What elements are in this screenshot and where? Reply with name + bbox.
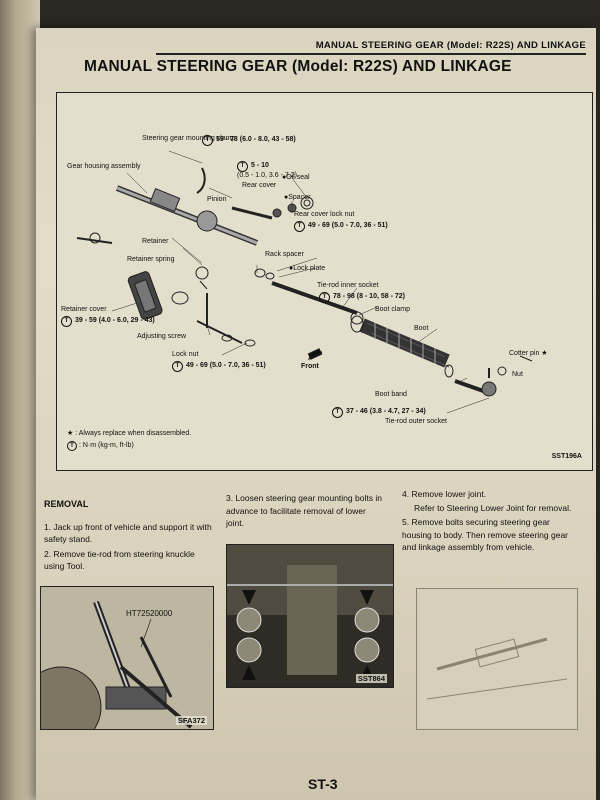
removal-step-1: 1. Jack up front of vehicle and support …	[44, 521, 212, 545]
figure-code-sst864: SST864	[355, 674, 387, 683]
previous-page-edge	[0, 0, 40, 800]
spacer-text: Spacer	[288, 194, 311, 201]
figure-tie-rod-removal: HT72520000 SFA372	[40, 586, 214, 730]
torque-value: 49 - 69 (5.0 - 7.0, 36 - 51)	[308, 222, 388, 229]
label-rack-spacer: Rack spacer	[265, 251, 304, 258]
edge-text	[6, 60, 20, 360]
label-nut: Nut	[512, 371, 523, 378]
label-boot-band: Boot band	[375, 391, 407, 398]
diagram-code: SST196A	[551, 453, 582, 460]
diagram-drawing	[76, 150, 533, 414]
manual-page: MANUAL STEERING GEAR (Model: R22S) AND L…	[36, 28, 596, 800]
removal-step-5: 5. Remove bolts securing steering gear h…	[402, 517, 569, 552]
label-rear-cover: Rear cover	[242, 182, 277, 189]
label-gear-housing: Gear housing assembly	[67, 163, 141, 170]
label-tie-rod-outer: Tie-rod outer socket	[385, 418, 447, 425]
label-adjusting-screw: Adjusting screw	[137, 333, 187, 340]
label-pinion: Pinion	[207, 196, 227, 203]
figure-lower-joint	[416, 588, 578, 730]
figure-tool-label: HT72520000	[126, 609, 173, 618]
label-spacer: ●Spacer	[284, 194, 311, 201]
cotter-pin-text: Cotter pin	[509, 350, 540, 357]
label-cotter-pin: Cotter pin ★	[509, 350, 548, 357]
legend-star: ★ : Always replace when disassembled.	[67, 430, 192, 437]
label-tie-rod-inner: Tie-rod inner socket	[317, 282, 379, 289]
removal-step-4: 4. Remove lower joint.	[402, 489, 487, 499]
label-retainer-spring: Retainer spring	[127, 256, 175, 263]
figure-tie-rod-drawing	[41, 587, 213, 729]
legend-torque: T : N·m (kg-m, ft-lb)	[67, 440, 191, 452]
torque-value: 49 - 69 (5.0 - 7.0, 36 - 51)	[186, 362, 266, 369]
label-retainer: Retainer	[142, 238, 169, 245]
torque-value: 59 - 78 (6.0 - 8.0, 43 - 58)	[216, 136, 296, 143]
label-lock-nut: Lock nut	[172, 351, 199, 358]
removal-step-3: 3. Loosen steering gear mounting bolts i…	[226, 493, 382, 528]
figure-mounting-bolts: SST864	[226, 544, 394, 688]
torque-value: 37 - 46 (3.8 - 4.7, 27 - 34)	[346, 408, 426, 415]
figure-lower-joint-drawing	[426, 637, 568, 700]
removal-column-2: 3. Loosen steering gear mounting bolts i…	[226, 492, 386, 532]
label-retainer-cover: Retainer cover	[61, 306, 107, 313]
label-boot-clamp: Boot clamp	[375, 306, 411, 313]
removal-column-1: REMOVAL 1. Jack up front of vehicle and …	[44, 498, 214, 575]
legend-torque-text: : N·m (kg-m, ft-lb)	[78, 442, 134, 449]
oil-seal-text: Oil seal	[286, 174, 310, 181]
label-rear-cover-lock-nut: Rear cover lock nut	[294, 211, 355, 218]
torque-value: 39 - 59 (4.0 - 6.0, 29 - 43)	[75, 317, 155, 324]
torque-rear-cover-sub: (0.5 - 1.0, 3.6 - 7.2)	[237, 172, 297, 179]
torque-value: 78 - 98 (8 - 10, 58 - 72)	[333, 293, 405, 300]
label-mounting-clamp: Steering gear mounting clamp	[142, 135, 236, 142]
label-front: Front	[301, 363, 319, 370]
running-head: MANUAL STEERING GEAR (Model: R22S) AND L…	[156, 40, 586, 55]
figure-mounting-drawing	[227, 545, 393, 687]
label-boot: Boot	[414, 325, 429, 332]
lock-plate-text: Lock plate	[293, 265, 326, 272]
diagram-legend: ★ : Always replace when disassembled. T …	[67, 428, 191, 452]
removal-heading: REMOVAL	[44, 499, 89, 509]
page-number: ST-3	[308, 776, 338, 792]
label-oil-seal: ●Oil seal	[282, 174, 310, 181]
removal-column-3: 4. Remove lower joint. Refer to Steering…	[402, 488, 582, 556]
torque-value: 5 - 10	[251, 162, 269, 169]
figure-code-sfa372: SFA372	[175, 716, 207, 725]
page-title: MANUAL STEERING GEAR (Model: R22S) AND L…	[84, 58, 512, 75]
label-lock-plate: ●Lock plate	[289, 265, 326, 272]
removal-step-2: 2. Remove tie-rod from steering knuckle …	[44, 548, 195, 572]
removal-step-4-note: Refer to Steering Lower Joint for remova…	[414, 502, 572, 513]
